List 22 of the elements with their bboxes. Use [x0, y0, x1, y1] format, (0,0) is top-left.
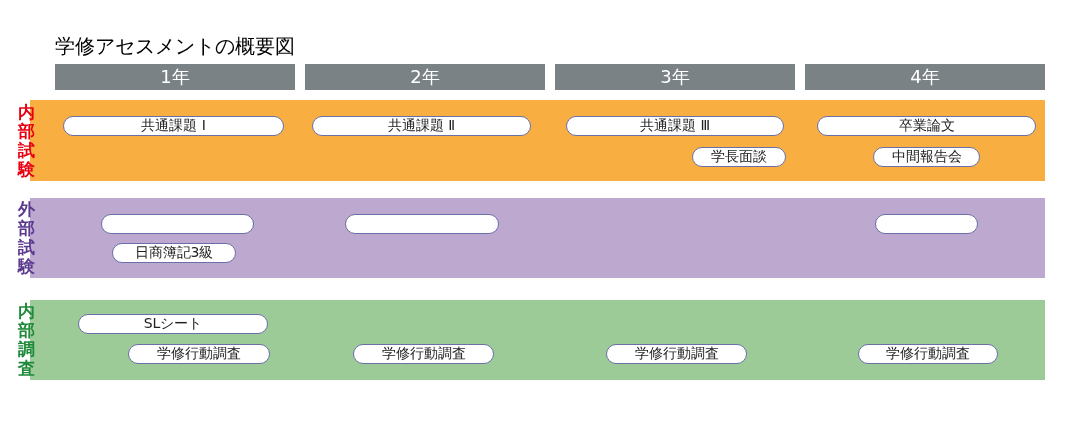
assessment-tag: 学修行動調査: [128, 344, 270, 364]
assessment-tag: [875, 214, 978, 234]
year-header: 4年: [805, 64, 1045, 90]
assessment-tag: [345, 214, 499, 234]
row-heading: 外部試験: [17, 200, 35, 276]
assessment-tag: 共通課題 Ⅰ: [63, 116, 284, 136]
assessment-tag: 日商簿記3級: [112, 243, 236, 263]
year-header: 3年: [555, 64, 795, 90]
assessment-tag: SLシート: [78, 314, 268, 334]
assessment-tag: [101, 214, 254, 234]
title: 学修アセスメントの概要図: [55, 33, 295, 60]
year-header: 2年: [305, 64, 545, 90]
assessment-tag: 共通課題 Ⅲ: [566, 116, 784, 136]
assessment-tag: 中間報告会: [873, 147, 980, 167]
year-header: 1年: [55, 64, 295, 90]
assessment-tag: 学修行動調査: [606, 344, 747, 364]
assessment-tag: 卒業論文: [817, 116, 1036, 136]
assessment-tag: 学長面談: [692, 147, 786, 167]
assessment-tag: 共通課題 Ⅱ: [312, 116, 531, 136]
row-heading: 内部調査: [17, 302, 35, 378]
assessment-tag: 学修行動調査: [353, 344, 494, 364]
assessment-tag: 学修行動調査: [858, 344, 998, 364]
